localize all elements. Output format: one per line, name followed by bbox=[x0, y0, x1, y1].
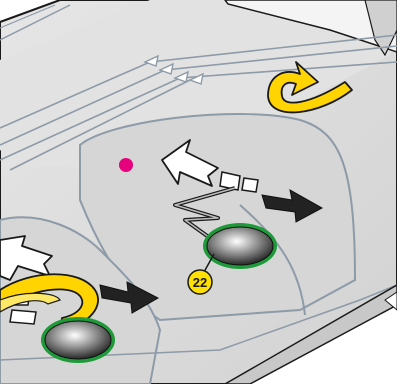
green-ring-button-icon bbox=[203, 223, 277, 269]
magenta-dot-icon bbox=[119, 158, 133, 172]
callout-badge: 22 bbox=[188, 270, 212, 294]
callout-label: 22 bbox=[193, 275, 207, 290]
green-ring-button-icon bbox=[41, 317, 115, 363]
